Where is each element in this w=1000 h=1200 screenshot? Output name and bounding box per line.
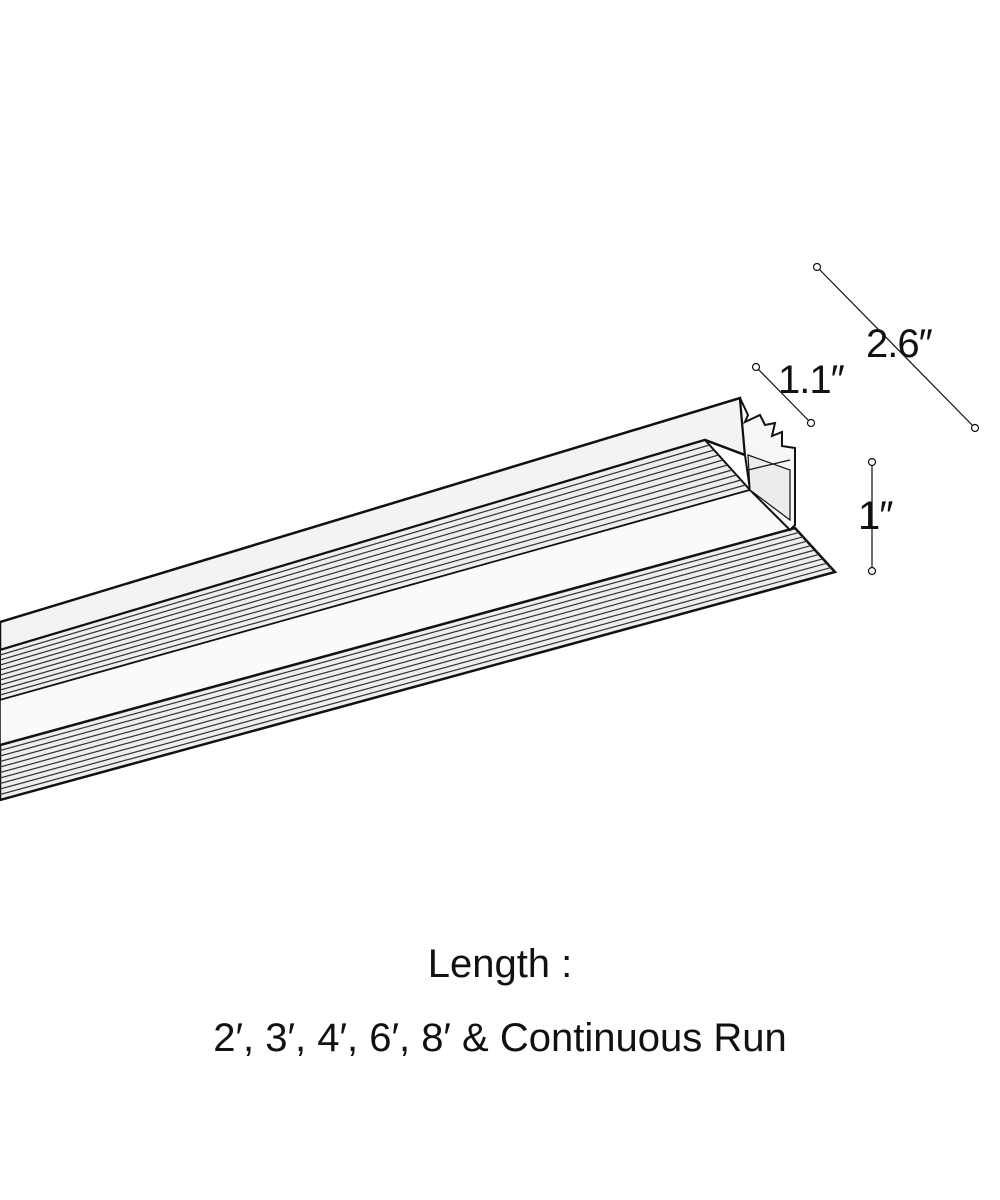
rib-line [0, 567, 832, 796]
rib-line [0, 558, 824, 785]
rib-line [0, 562, 828, 790]
rib-line [0, 545, 812, 768]
rib-line [0, 464, 728, 676]
rib-line [0, 549, 816, 774]
rib-line [0, 531, 800, 752]
length-title: Length : [427, 942, 573, 986]
rib-line [0, 459, 724, 671]
rib-line [0, 469, 733, 681]
depth-dimension-label: 2.6″ [866, 322, 933, 366]
rib-line [0, 449, 715, 661]
channel-side-wall [0, 396, 747, 652]
rib-line [0, 444, 710, 656]
rib-line [0, 454, 719, 666]
height-dimension-label: 1″ [858, 494, 893, 538]
upper-ribs [0, 444, 746, 696]
length-options: 2′, 3′, 4′, 6′, 8′ & Continuous Run [213, 1016, 787, 1060]
rib-line [0, 479, 742, 691]
width-dimension-label: 1.1″ [778, 358, 845, 402]
rib-line [0, 553, 820, 779]
dimension-lines [751, 262, 980, 576]
rib-line [0, 540, 808, 763]
lower-ribs [0, 531, 832, 796]
rib-line [0, 474, 737, 686]
end-profile-inner [747, 454, 791, 522]
rib-line [0, 536, 804, 757]
rib-line [0, 484, 746, 696]
